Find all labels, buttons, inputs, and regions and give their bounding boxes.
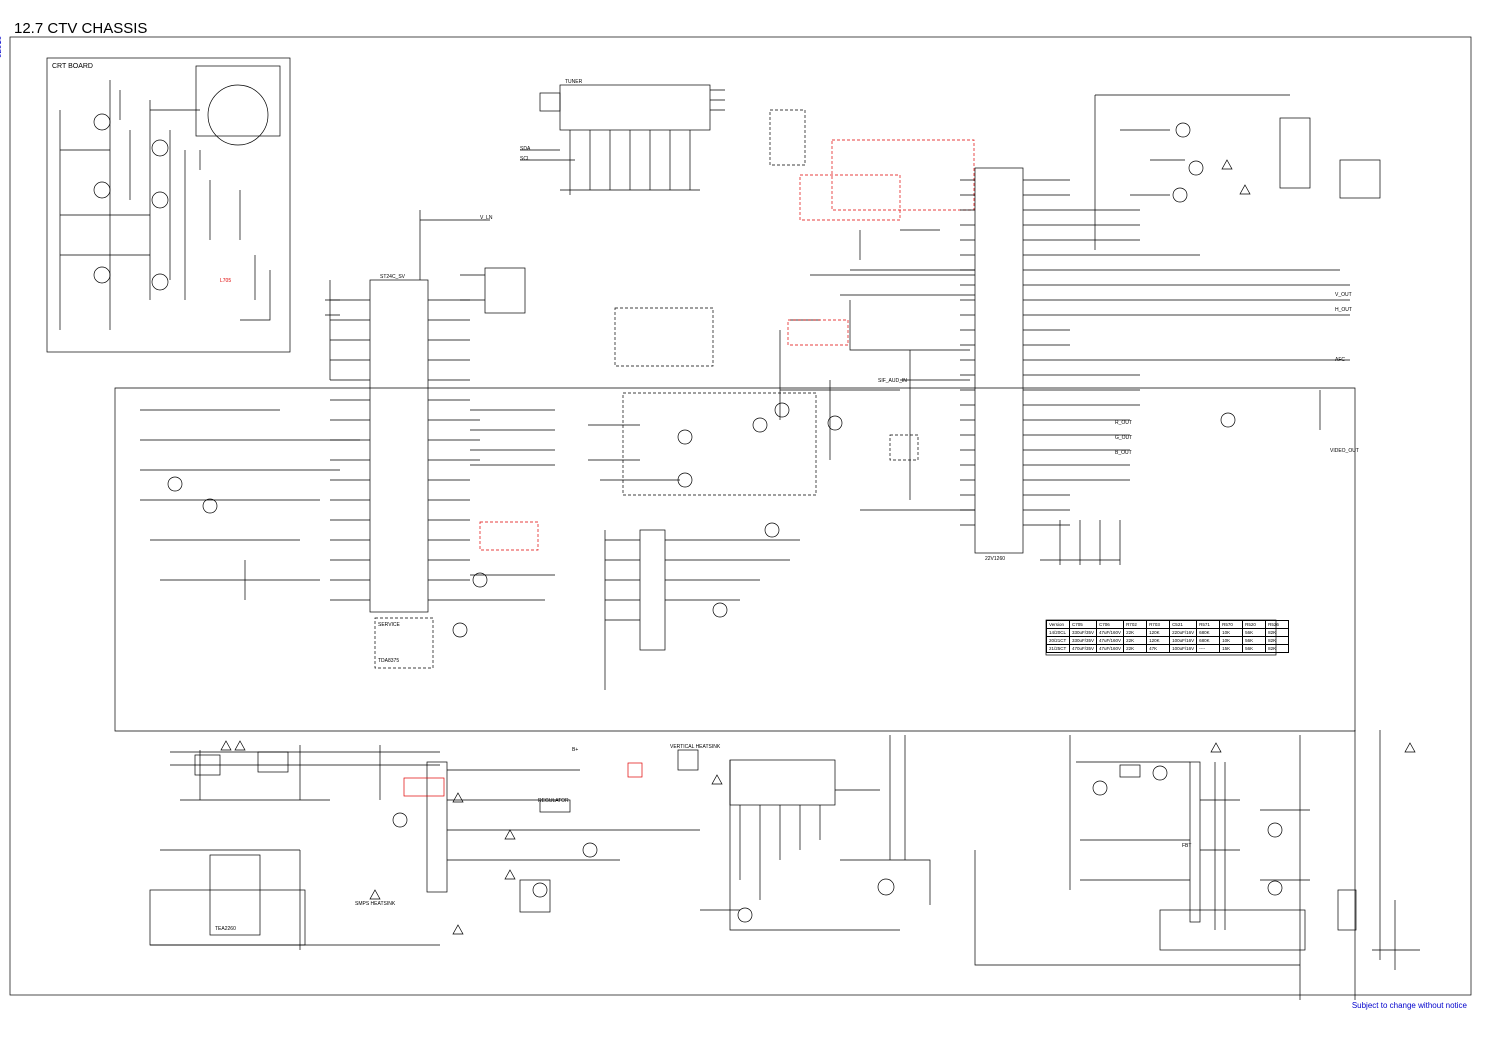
crt-board-label: CRT BOARD: [52, 63, 93, 70]
fbt-label: FBT: [1182, 843, 1192, 849]
service-label: SERVICE: [378, 622, 401, 628]
regulator-label: REGULATOR: [538, 798, 569, 804]
table-header: R703: [1146, 620, 1171, 629]
table-row: 21/25CT 470uF/35V 47uF/160V 22K 47K 100u…: [1046, 644, 1290, 653]
vdp-label: 22V1260: [985, 556, 1005, 562]
table-cell: 330uF/35V: [1068, 628, 1098, 637]
net-label: V_LN: [480, 215, 493, 221]
table-cell: 22K: [1123, 628, 1148, 637]
table-cell: 56K: [1242, 628, 1267, 637]
table-cell: 47K: [1146, 644, 1171, 653]
table-cell: 82K: [1265, 644, 1290, 653]
table-cell: 100uF/16V: [1169, 636, 1198, 645]
table-cell: 470uF/35V: [1068, 644, 1098, 653]
table-row: 20/21CT 330uF/35V 47uF/160V 22K 120K 100…: [1046, 636, 1290, 645]
net-label: V_OUT: [1335, 292, 1352, 298]
footer-notice: Subject to change without notice: [1351, 1001, 1467, 1010]
vertical-section: VERTICAL HEATSINK: [670, 735, 1301, 1000]
table-cell: 15K: [1219, 644, 1244, 653]
table-cell: 20/21CT: [1046, 636, 1070, 645]
table-cell: 100uF/16V: [1169, 644, 1198, 653]
table-header: C705: [1068, 620, 1098, 629]
tuner: TUNER: [520, 79, 725, 195]
warning-icons: [220, 159, 1416, 935]
table-header: R702: [1123, 620, 1148, 629]
table-header: C706: [1096, 620, 1125, 629]
table-header: C521: [1169, 620, 1198, 629]
table-cell: 120K: [1146, 636, 1171, 645]
table-cell: 47uF/160V: [1096, 644, 1125, 653]
option-box-red: [799, 139, 975, 221]
table-cell: 47uF/160V: [1096, 636, 1125, 645]
main-board: ST24C_SV SERVICE 22V1260: [114, 94, 1381, 732]
jungle-ic-label: TDA8375: [378, 658, 400, 664]
table-header: R570: [1219, 620, 1244, 629]
outer-frame: [9, 36, 1472, 996]
table-cell: ----: [1196, 644, 1221, 653]
power-supply: TEA2260 SMPS HEATSINK: [149, 745, 700, 950]
table-cell: 10K: [1219, 628, 1244, 637]
table-header: R571: [1196, 620, 1221, 629]
tuner-label: TUNER: [565, 79, 583, 85]
svg-text:ST24C_SV: ST24C_SV: [380, 274, 406, 280]
table-cell: 680K: [1196, 636, 1221, 645]
red-option-marks: [403, 319, 849, 797]
table-cell: 82K: [1265, 636, 1290, 645]
smps-heatsink-label: SMPS HEATSINK: [355, 901, 396, 907]
table-cell: 56K: [1242, 644, 1267, 653]
net-label: R_OUT: [1115, 420, 1132, 426]
svg-text:L705: L705: [220, 278, 231, 284]
option-table: Version C705 C706 R702 R703 C521 R571 R5…: [1046, 620, 1290, 653]
net-label: AFC: [1335, 357, 1345, 363]
page-title: 12.7 CTV CHASSIS: [14, 20, 148, 37]
table-cell: 680K: [1196, 628, 1221, 637]
net-label: H_OUT: [1335, 307, 1352, 313]
fbt: [1189, 761, 1201, 923]
table-header: R526: [1265, 620, 1290, 629]
smps-ic: [209, 854, 261, 936]
micro-ic: [369, 279, 429, 613]
table-cell: 120K: [1146, 628, 1171, 637]
table-header: R520: [1242, 620, 1267, 629]
table-cell: 22K: [1123, 636, 1148, 645]
table-cell: 56K: [1242, 636, 1267, 645]
net-label: SDA: [520, 146, 531, 152]
table-cell: 21/25CT: [1046, 644, 1070, 653]
net-label: VIDEO_OUT: [1330, 448, 1359, 454]
table-cell: 14/20CL: [1046, 628, 1070, 637]
net-label: SCL: [520, 156, 530, 162]
table-cell: 220uF/16V: [1169, 628, 1198, 637]
net-label: B_OUT: [1115, 450, 1132, 456]
table-cell: 10K: [1219, 636, 1244, 645]
table-row: 14/20CL 330uF/35V 47uF/160V 22K 120K 220…: [1046, 628, 1290, 637]
table-cell: 22K: [1123, 644, 1148, 653]
net-label: B+: [572, 747, 579, 753]
table-cell: 330uF/35V: [1068, 636, 1098, 645]
smps-ic-label: TEA2260: [215, 926, 236, 932]
table-cell: 82K: [1265, 628, 1290, 637]
jungle-ic: [974, 167, 1024, 554]
crt-board: CRT BOARD L705: [46, 57, 291, 353]
fbt-section: [974, 730, 1420, 1000]
net-label: SIF_AUD_IN: [878, 378, 907, 384]
net-label: G_OUT: [1115, 435, 1133, 441]
vertical-heatsink-label: VERTICAL HEATSINK: [670, 744, 721, 750]
table-header: Version: [1046, 620, 1070, 629]
table-cell: 47uF/160V: [1096, 628, 1125, 637]
